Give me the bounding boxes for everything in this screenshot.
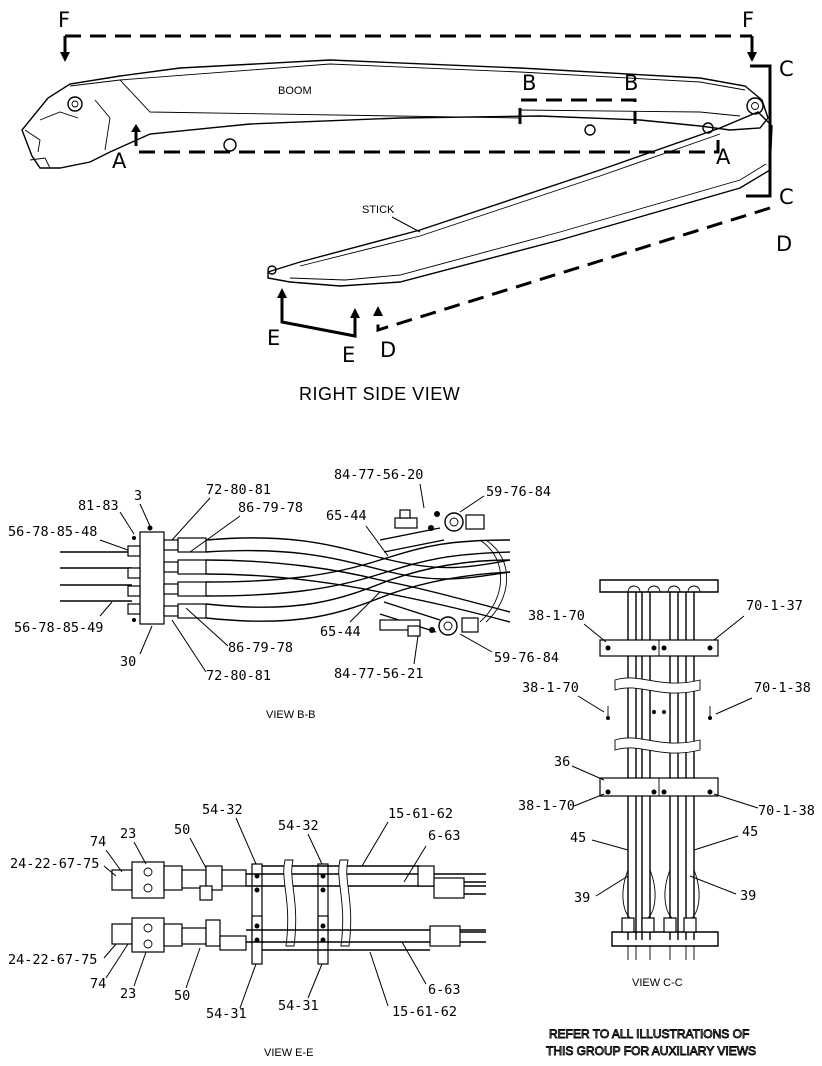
- marker-d-right: D: [776, 232, 792, 256]
- marker-d-bottom: D: [380, 338, 396, 362]
- callout-6-63-bot: 6-63: [428, 982, 461, 998]
- callout-86-79-78-bot: 86-79-78: [228, 640, 293, 656]
- callout-45-left: 45: [570, 830, 586, 846]
- callout-15-61-62-bot: 15-61-62: [392, 1004, 457, 1020]
- callout-59-76-84-top: 59-76-84: [486, 484, 551, 500]
- callout-84-77-56-21: 84-77-56-21: [334, 666, 423, 682]
- stick-outline: [267, 111, 773, 287]
- callout-39-left: 39: [574, 890, 590, 906]
- callout-72-80-81-bot: 72-80-81: [206, 668, 271, 684]
- marker-e-left: E: [267, 326, 280, 350]
- callout-70-1-37: 70-1-37: [746, 598, 803, 614]
- manifold-block: [139, 531, 165, 625]
- marker-a-left: A: [112, 149, 127, 173]
- callout-6-63-top: 6-63: [428, 828, 461, 844]
- callout-65-44-top: 65-44: [326, 508, 367, 524]
- callout-24-22-67-75-bot: 24-22-67-75: [8, 952, 97, 968]
- callout-54-32-a: 54-32: [202, 802, 243, 818]
- boom-label: BOOM: [278, 85, 312, 97]
- callout-23-top: 23: [120, 826, 136, 842]
- view-ee-title: VIEW E-E: [264, 1047, 314, 1059]
- stick-label: STICK: [362, 204, 395, 216]
- callout-38-1-70-a: 38-1-70: [528, 608, 585, 624]
- callout-70-1-38-b: 70-1-38: [758, 803, 815, 819]
- section-line-d: [373, 206, 771, 333]
- section-line-a: [131, 124, 720, 154]
- callout-38-1-70-c: 38-1-70: [518, 798, 575, 814]
- callout-74-bot: 74: [90, 976, 106, 992]
- callout-45-right: 45: [742, 824, 758, 840]
- section-line-c: [746, 64, 772, 198]
- marker-e-bottom: E: [342, 343, 355, 367]
- marker-b-left: B: [522, 71, 536, 95]
- callout-54-32-b: 54-32: [278, 818, 319, 834]
- note-line-1: REFER TO ALL ILLUSTRATIONS OF: [549, 1027, 749, 1041]
- right-side-view: F F B B A A C C D D E E BOOM STICK RIGHT…: [21, 8, 794, 404]
- callout-3: 3: [134, 488, 142, 504]
- callout-56-78-85-48: 56-78-85-48: [8, 524, 97, 540]
- callout-59-76-84-bot: 59-76-84: [494, 650, 559, 666]
- note-line-2: THIS GROUP FOR AUXILIARY VIEWS: [546, 1044, 756, 1058]
- callout-54-31-a: 54-31: [206, 1006, 247, 1022]
- callout-65-44-bot: 65-44: [320, 624, 361, 640]
- callout-50-top: 50: [174, 822, 190, 838]
- callout-30: 30: [120, 654, 136, 670]
- view-bb-title: VIEW B-B: [266, 709, 316, 721]
- marker-f-left: F: [58, 8, 70, 32]
- callout-24-22-67-75-top: 24-22-67-75: [10, 856, 99, 872]
- callout-15-61-62-top: 15-61-62: [388, 806, 453, 822]
- callout-54-31-b: 54-31: [278, 998, 319, 1014]
- section-line-e: [277, 288, 360, 338]
- callout-74-top: 74: [90, 834, 106, 850]
- callout-84-77-56-20: 84-77-56-20: [334, 467, 423, 483]
- callout-70-1-38-a: 70-1-38: [754, 680, 811, 696]
- callout-72-80-81-top: 72-80-81: [206, 482, 271, 498]
- section-line-b: [518, 98, 637, 124]
- auxiliary-note: REFER TO ALL ILLUSTRATIONS OF THIS GROUP…: [546, 1027, 757, 1059]
- marker-c-top: C: [779, 57, 794, 81]
- section-line-f: [60, 34, 757, 62]
- marker-a-right: A: [716, 145, 731, 169]
- callout-50-bot: 50: [174, 988, 190, 1004]
- callout-86-79-78-top: 86-79-78: [238, 500, 303, 516]
- callout-81-83: 81-83: [78, 498, 119, 514]
- view-cc-title: VIEW C-C: [632, 977, 683, 989]
- right-side-view-title: RIGHT SIDE VIEW: [299, 384, 460, 404]
- callout-36: 36: [554, 754, 570, 770]
- view-bb: 81-83 3 72-80-81 86-79-78 56-78-85-48 56…: [8, 467, 559, 721]
- view-ee: 74 23 50 54-32 54-32 15-61-62 6-63 24-22…: [8, 802, 486, 1059]
- callout-39-right: 39: [740, 888, 756, 904]
- callout-56-78-85-49: 56-78-85-49: [14, 620, 103, 636]
- callout-23-bot: 23: [120, 986, 136, 1002]
- marker-b-right: B: [624, 71, 638, 95]
- view-cc: 38-1-70 70-1-37 38-1-70 70-1-38 36 38-1-…: [518, 579, 815, 989]
- marker-f-right: F: [742, 8, 754, 32]
- callout-38-1-70-b: 38-1-70: [522, 680, 579, 696]
- marker-c-bottom: C: [779, 185, 794, 209]
